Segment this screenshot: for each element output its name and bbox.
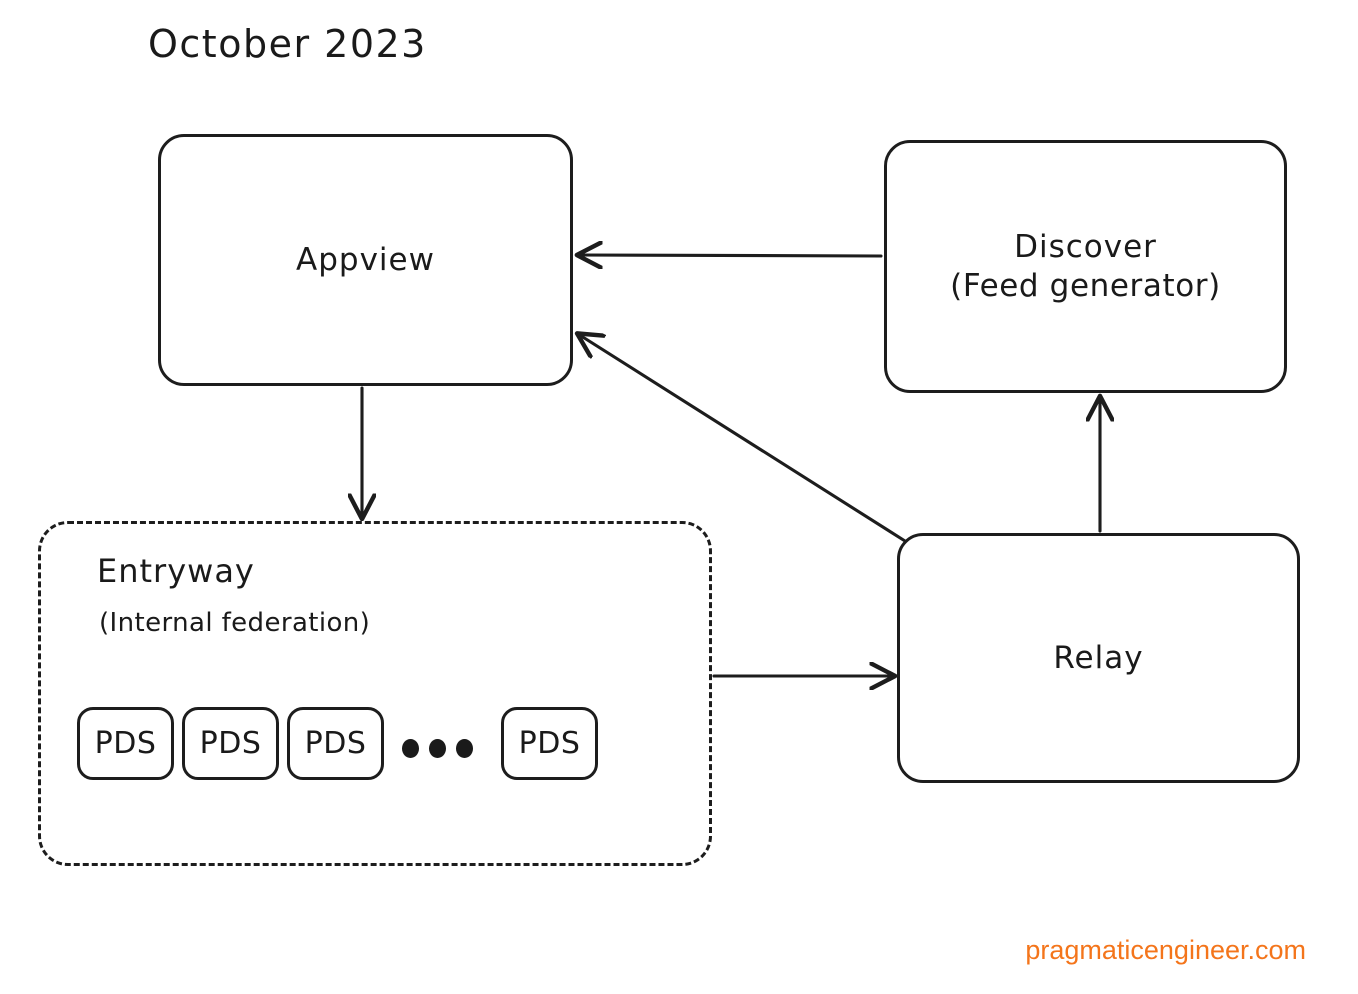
node-appview[interactable]: Appview [158, 134, 573, 386]
pds-box[interactable]: PDS [287, 707, 384, 780]
pds-box[interactable]: PDS [77, 707, 174, 780]
pds-box[interactable]: PDS [182, 707, 279, 780]
edge-relay-to-appview [578, 334, 907, 543]
node-relay-label: Relay [1053, 639, 1144, 676]
node-discover[interactable]: Discover (Feed generator) [884, 140, 1287, 393]
node-discover-label: Discover [1014, 228, 1157, 265]
node-discover-sublabel: (Feed generator) [950, 267, 1221, 304]
watermark-pragmaticengineer: pragmaticengineer.com [1025, 935, 1306, 965]
node-relay[interactable]: Relay [897, 533, 1300, 783]
ellipsis-dot [402, 739, 419, 758]
ellipsis-dot [429, 739, 446, 758]
node-appview-label: Appview [296, 241, 435, 278]
entryway-title: Entryway [97, 552, 255, 590]
pds-row: PDS PDS PDS PDS [77, 707, 606, 780]
ellipsis-dot [456, 739, 473, 758]
edge-discover-to-appview [578, 255, 883, 256]
diagram-title: October 2023 [148, 22, 427, 66]
entryway-subtitle: (Internal federation) [99, 608, 371, 638]
pds-box[interactable]: PDS [501, 707, 598, 780]
group-entryway[interactable]: Entryway (Internal federation) PDS PDS P… [38, 521, 712, 866]
pds-ellipsis-icon [402, 739, 473, 758]
